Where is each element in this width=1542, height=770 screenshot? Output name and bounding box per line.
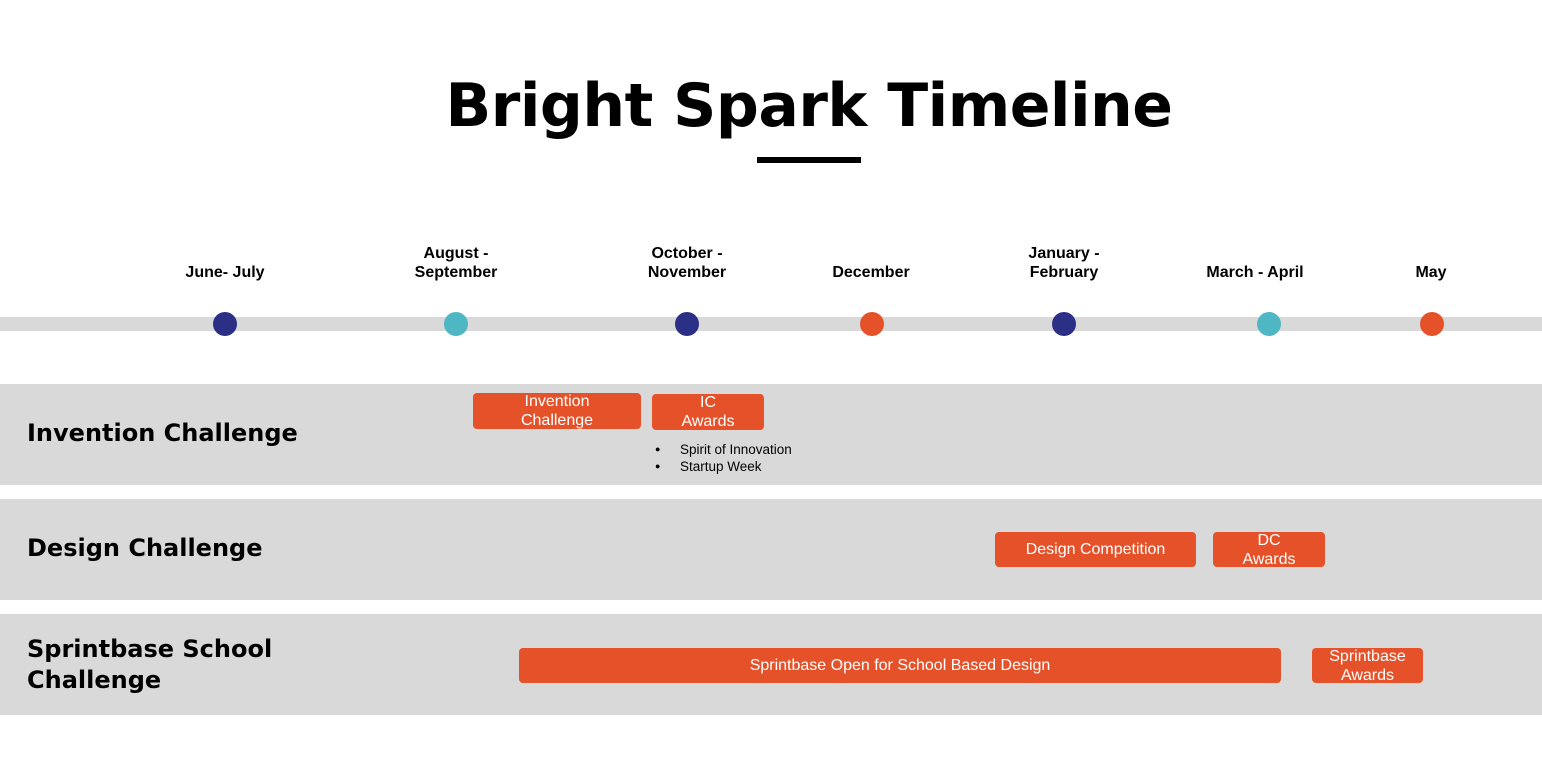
period-label-august-september: August - September: [414, 245, 498, 281]
period-label-october-november: October - November: [647, 245, 727, 281]
period-marker-june-july: [213, 312, 237, 336]
track-label-invention: Invention Challenge: [27, 419, 298, 447]
event-dc-awards: DC Awards: [1213, 532, 1325, 568]
period-label-may: May: [1415, 264, 1447, 281]
period-marker-august-september: [444, 312, 468, 336]
period-marker-may: [1420, 312, 1444, 336]
event-ic-awards: IC Awards: [652, 394, 764, 430]
period-label-june-july: June- July: [185, 264, 265, 281]
page-title: Bright Spark Timeline: [445, 71, 1173, 141]
period-marker-october-november: [675, 312, 699, 336]
timeline-axis: [0, 317, 1542, 331]
period-label-january-february: January - February: [1028, 245, 1100, 281]
track-label-design: Design Challenge: [27, 534, 263, 562]
event-sprintbase-awards: Sprintbase Awards: [1312, 648, 1423, 684]
period-marker-december: [860, 312, 884, 336]
event-design-competition: Design Competition: [995, 532, 1196, 567]
title-underline: [757, 157, 861, 163]
period-marker-january-february: [1052, 312, 1076, 336]
track-label-sprintbase: Sprintbase School Challenge: [27, 635, 273, 694]
period-label-march-april: March - April: [1206, 264, 1304, 281]
event-invention-challenge: Invention Challenge: [473, 393, 641, 429]
period-marker-march-april: [1257, 312, 1281, 336]
period-label-december: December: [832, 264, 910, 281]
note-item: Spirit of Innovation: [655, 441, 792, 458]
ic-awards-notes: Spirit of Innovation Startup Week: [655, 441, 792, 475]
note-item: Startup Week: [655, 458, 792, 475]
event-sprintbase-open: Sprintbase Open for School Based Design: [519, 648, 1281, 683]
